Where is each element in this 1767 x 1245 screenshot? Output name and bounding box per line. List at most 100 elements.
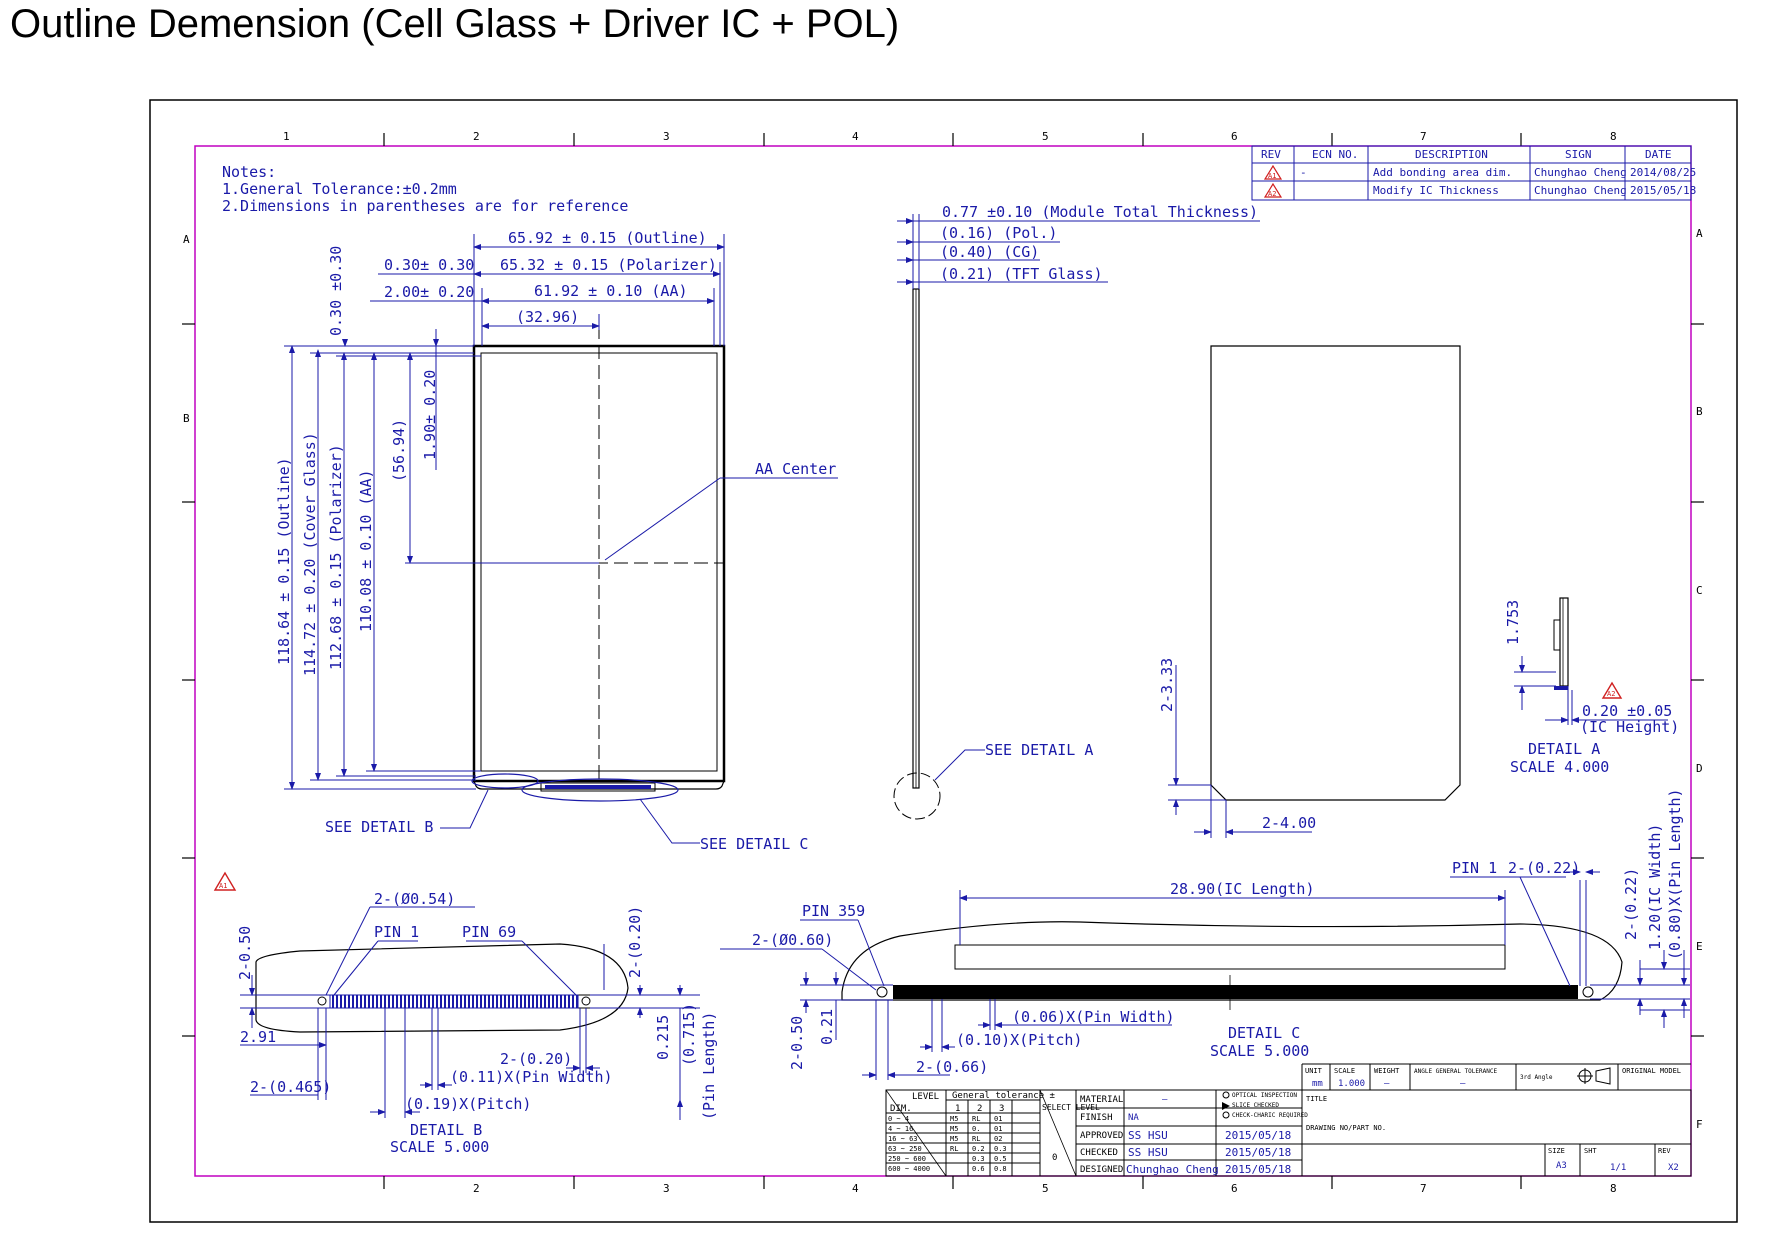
svg-text:2-(Ø0.54): 2-(Ø0.54) xyxy=(374,890,455,908)
svg-text:ORIGINAL MODEL: ORIGINAL MODEL xyxy=(1622,1067,1681,1075)
detail-c-dimensions xyxy=(720,869,1690,1080)
svg-text:3: 3 xyxy=(663,130,670,143)
svg-text:16 ~ 63: 16 ~ 63 xyxy=(888,1135,918,1143)
svg-text:B: B xyxy=(1696,405,1703,418)
svg-text:5: 5 xyxy=(1042,130,1049,143)
svg-text:DESIGNED: DESIGNED xyxy=(1080,1165,1123,1175)
detail-b-text: 2-(Ø0.54) PIN 1 PIN 69 2-0.50 2.91 2-(0.… xyxy=(236,890,718,1156)
svg-text:LEVEL: LEVEL xyxy=(912,1092,939,1102)
svg-text:(0.19)X(Pitch): (0.19)X(Pitch) xyxy=(405,1095,531,1113)
svg-text:DETAIL C: DETAIL C xyxy=(1228,1024,1300,1042)
svg-text:-: - xyxy=(1300,166,1307,179)
svg-text:CHECKED: CHECKED xyxy=(1080,1148,1118,1158)
svg-text:2-0.50: 2-0.50 xyxy=(236,926,254,980)
back-view xyxy=(1210,345,1461,801)
inspection-legend-icon xyxy=(1222,1091,1230,1119)
svg-text:0 ~ 4: 0 ~ 4 xyxy=(888,1115,909,1123)
svg-text:PIN 1: PIN 1 xyxy=(374,923,419,941)
svg-text:2-0.50: 2-0.50 xyxy=(788,1016,806,1070)
svg-text:mm: mm xyxy=(1312,1079,1323,1089)
notes: Notes: 1.General Tolerance:±0.2mm 2.Dime… xyxy=(222,163,628,215)
svg-text:—: — xyxy=(1384,1079,1390,1089)
svg-text:02: 02 xyxy=(994,1135,1002,1143)
svg-text:2-(0.465): 2-(0.465) xyxy=(250,1078,331,1096)
svg-text:2015/05/18: 2015/05/18 xyxy=(1225,1163,1291,1176)
back-dim-text: 2-3.33 2-4.00 xyxy=(1158,658,1316,832)
svg-text:65.32 ± 0.15 (Polarizer): 65.32 ± 0.15 (Polarizer) xyxy=(500,256,717,274)
svg-text:3: 3 xyxy=(999,1104,1004,1114)
svg-text:M5: M5 xyxy=(950,1115,958,1123)
detail-a-dimensions xyxy=(1514,656,1668,725)
projection-symbol-icon xyxy=(1577,1067,1611,1085)
svg-text:3rd Angle: 3rd Angle xyxy=(1520,1074,1553,1081)
svg-text:0.6: 0.6 xyxy=(972,1165,985,1173)
outer-frame xyxy=(149,99,1738,1223)
svg-text:RL: RL xyxy=(972,1135,980,1143)
front-dimensions xyxy=(284,234,838,844)
svg-text:250 ~ 600: 250 ~ 600 xyxy=(888,1155,926,1163)
svg-text:SS HSU: SS HSU xyxy=(1128,1146,1168,1159)
svg-text:0.5: 0.5 xyxy=(994,1155,1007,1163)
svg-text:X2: X2 xyxy=(1668,1163,1679,1173)
svg-text:Notes:: Notes: xyxy=(222,163,276,181)
svg-text:E: E xyxy=(1696,940,1703,953)
svg-text:A2: A2 xyxy=(1268,190,1276,198)
svg-text:—: — xyxy=(1460,1079,1466,1089)
svg-text:MATERIAL: MATERIAL xyxy=(1080,1095,1123,1105)
detail-a-text: 1.753 0.20 ±0.05 (IC Height) DETAIL A SC… xyxy=(1504,600,1679,776)
svg-text:61.92 ± 0.10 (AA): 61.92 ± 0.10 (AA) xyxy=(534,282,688,300)
svg-text:1: 1 xyxy=(955,1104,960,1114)
svg-text:01: 01 xyxy=(994,1115,1002,1123)
svg-text:6: 6 xyxy=(1231,1182,1238,1195)
svg-text:SEE DETAIL C: SEE DETAIL C xyxy=(700,835,808,853)
svg-text:RL: RL xyxy=(972,1115,980,1123)
revision-triangle-icon: A1 xyxy=(1263,164,1283,180)
svg-text:2014/08/25: 2014/08/25 xyxy=(1630,166,1696,179)
tolerance-table: LEVEL General tolerance ± DIM. 1 2 3 SEL… xyxy=(885,1089,1100,1177)
svg-text:SIGN: SIGN xyxy=(1565,148,1592,161)
svg-text:DATE: DATE xyxy=(1645,148,1672,161)
svg-text:1.90± 0.20: 1.90± 0.20 xyxy=(421,370,439,460)
revision-triangle-icon: A2 xyxy=(1601,681,1623,699)
svg-text:A: A xyxy=(183,233,190,246)
svg-text:63 ~ 250: 63 ~ 250 xyxy=(888,1145,922,1153)
svg-text:DETAIL A: DETAIL A xyxy=(1528,740,1600,758)
svg-text:4: 4 xyxy=(852,1182,859,1195)
svg-text:WEIGHT: WEIGHT xyxy=(1374,1067,1400,1075)
svg-text:SEE DETAIL B: SEE DETAIL B xyxy=(325,818,433,836)
svg-text:ECN NO.: ECN NO. xyxy=(1312,148,1358,161)
svg-text:PIN 359: PIN 359 xyxy=(802,902,865,920)
svg-text:118.64 ± 0.15 (Outline): 118.64 ± 0.15 (Outline) xyxy=(275,457,293,665)
svg-text:(0.11)X(Pin Width): (0.11)X(Pin Width) xyxy=(450,1068,613,1086)
svg-text:112.68 ± 0.15 (Polarizer): 112.68 ± 0.15 (Polarizer) xyxy=(327,444,345,670)
svg-text:SLICE CHECKED: SLICE CHECKED xyxy=(1232,1102,1279,1109)
page-title: Outline Demension (Cell Glass + Driver I… xyxy=(10,2,900,46)
side-dimensions xyxy=(897,214,1260,781)
svg-text:2015/05/18: 2015/05/18 xyxy=(1225,1146,1291,1159)
svg-text:TITLE: TITLE xyxy=(1306,1095,1327,1103)
svg-text:SEE DETAIL A: SEE DETAIL A xyxy=(985,741,1093,759)
svg-text:OPTICAL INSPECTION: OPTICAL INSPECTION xyxy=(1232,1092,1297,1099)
svg-text:01: 01 xyxy=(994,1125,1002,1133)
svg-text:600 ~ 4000: 600 ~ 4000 xyxy=(888,1165,930,1173)
svg-text:2015/05/18: 2015/05/18 xyxy=(1225,1129,1291,1142)
svg-text:1: 1 xyxy=(283,130,290,143)
svg-text:SHT: SHT xyxy=(1584,1147,1597,1155)
svg-text:SELECT LEVEL: SELECT LEVEL xyxy=(1042,1103,1100,1112)
svg-text:A2: A2 xyxy=(1607,690,1615,698)
svg-text:2.00± 0.20: 2.00± 0.20 xyxy=(384,283,474,301)
svg-text:0.2: 0.2 xyxy=(972,1145,985,1153)
svg-text:DIM.: DIM. xyxy=(890,1104,912,1114)
svg-text:M5: M5 xyxy=(950,1135,958,1143)
svg-text:2-(Ø0.60): 2-(Ø0.60) xyxy=(752,931,833,949)
svg-text:—: — xyxy=(1162,1095,1168,1105)
svg-text:A1: A1 xyxy=(219,882,227,890)
svg-text:2.Dimensions in parentheses ar: 2.Dimensions in parentheses are for refe… xyxy=(222,197,628,215)
svg-text:PIN 1: PIN 1 xyxy=(1452,859,1497,877)
svg-text:0.215: 0.215 xyxy=(654,1015,672,1060)
svg-text:DETAIL B: DETAIL B xyxy=(410,1121,482,1139)
svg-text:0.3: 0.3 xyxy=(994,1145,1007,1153)
svg-text:2-(0.22): 2-(0.22) xyxy=(1508,859,1580,877)
svg-text:110.08 ± 0.10 (AA): 110.08 ± 0.10 (AA) xyxy=(357,469,375,632)
